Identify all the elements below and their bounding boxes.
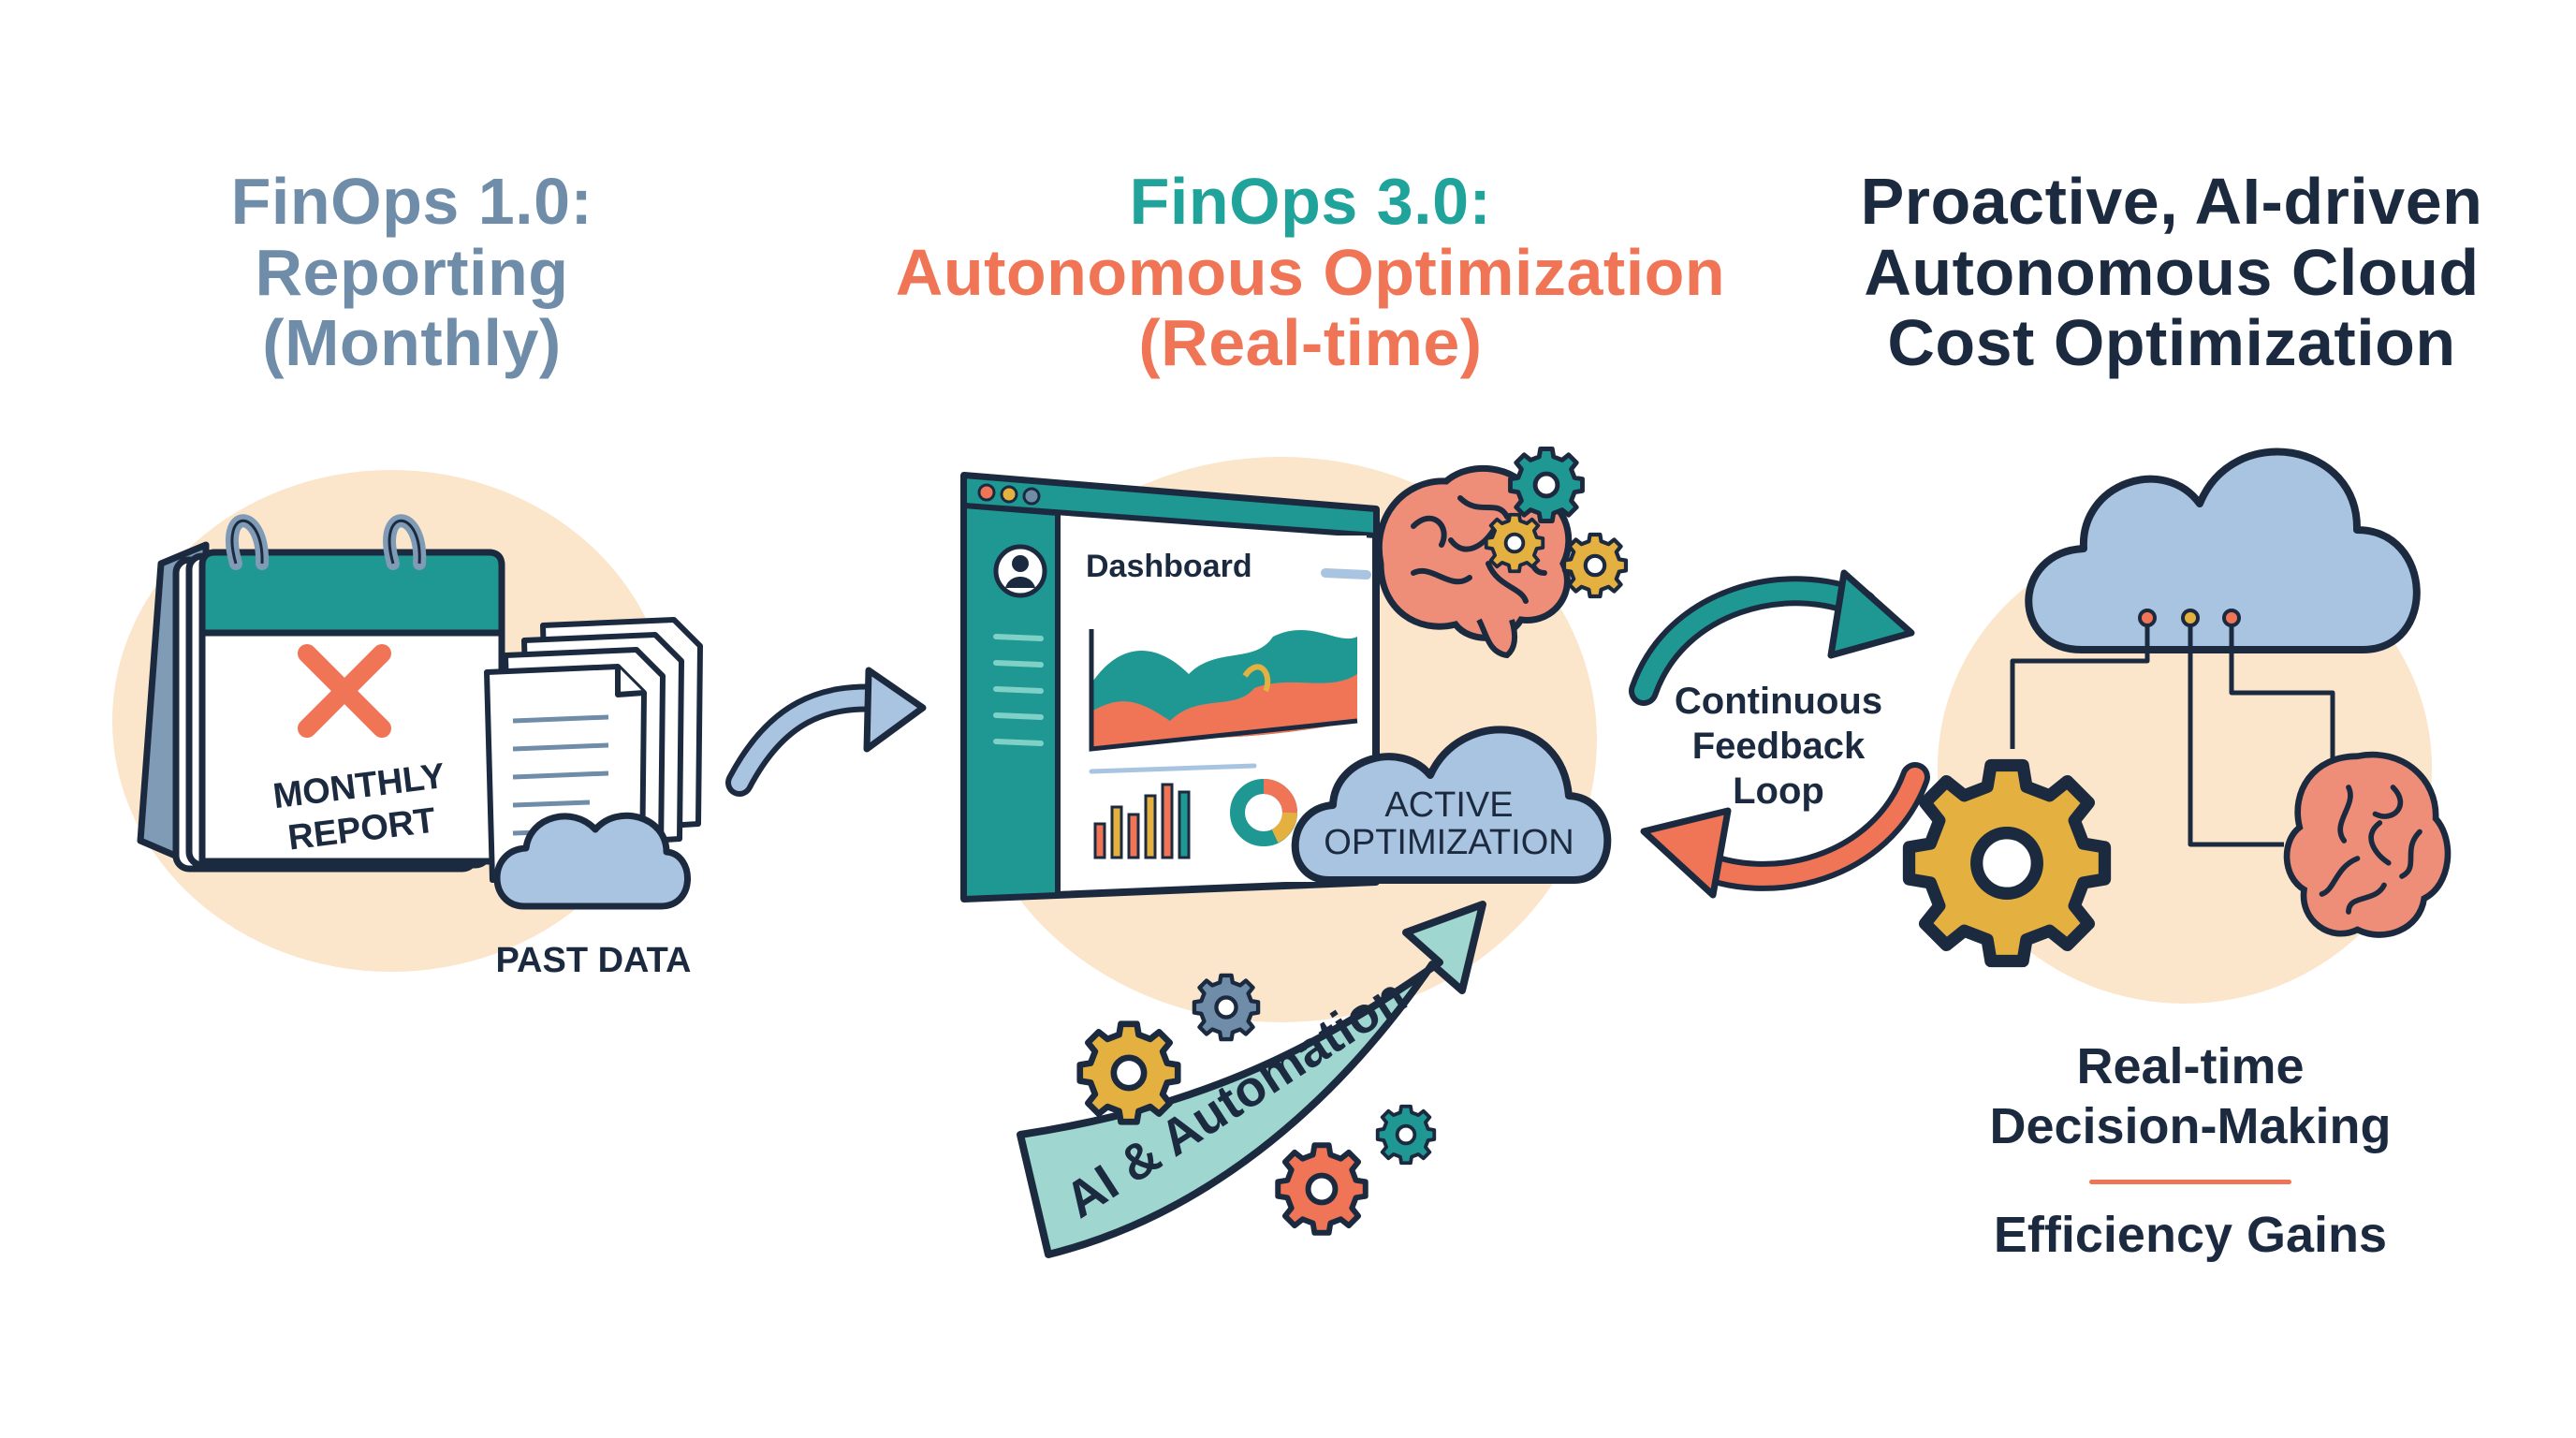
- gear-icon: [1511, 449, 1583, 521]
- avatar-icon: [993, 544, 1047, 598]
- cross-icon: [298, 644, 391, 738]
- stage-3-group: [1910, 448, 2449, 1004]
- loop-arrow-teal: [1629, 569, 1915, 706]
- gear-icon: [1484, 512, 1545, 574]
- area-chart-icon: [1089, 629, 1358, 774]
- dashboard-window: [960, 472, 1380, 902]
- active-optimization-cloud: [1291, 726, 1612, 884]
- stage-1-title-line: FinOps 1.0:: [230, 165, 593, 238]
- benefit-efficiency-gains: Efficiency Gains: [1993, 1207, 2388, 1263]
- cloud-icon: [493, 812, 691, 910]
- feedback-loop-line-1: Continuous: [1675, 681, 1882, 722]
- stage-1-title-line: (Monthly): [262, 306, 562, 380]
- benefit-divider: [2089, 1180, 2291, 1184]
- stage-2-group: Dashboard ACTIVE OPTIMIZATION AI & Autom…: [960, 449, 1626, 1258]
- stage-3-title-line: Cost Optimization: [1887, 306, 2456, 380]
- gear-icon: [1194, 976, 1258, 1039]
- circuit-nodes: [2138, 609, 2241, 627]
- gear-icon: [1564, 535, 1626, 596]
- gear-icon: [1080, 1024, 1178, 1123]
- stage-3-title-line: Proactive, AI-driven: [1860, 165, 2483, 238]
- stage-3-title: Proactive, AI-driven Autonomous Cloud Co…: [1797, 165, 2546, 380]
- past-data-label: PAST DATA: [496, 941, 692, 980]
- ai-cloud-icon: [2025, 448, 2421, 653]
- feedback-loop-line-2: Feedback: [1692, 726, 1866, 767]
- active-optimization-line-1: ACTIVE: [1384, 785, 1513, 825]
- benefit-line: Real-time: [2076, 1038, 2305, 1094]
- gear-icon: [1910, 766, 2105, 961]
- dashboard-label: Dashboard: [1086, 549, 1252, 584]
- stage-1-title-line: Reporting: [255, 235, 569, 309]
- benefit-decision-making: Real-time Decision-Making: [1910, 1037, 2471, 1156]
- ai-automation-arrow: [1017, 901, 1486, 1258]
- stage-2-title-line: (Real-time): [1138, 306, 1483, 380]
- stage-2-title: FinOps 3.0: Autonomous Optimization (Rea…: [824, 165, 1797, 380]
- brain-icon: [1379, 468, 1569, 659]
- stage-3-title-line: Autonomous Cloud: [1864, 235, 2480, 309]
- active-optimization-line-2: OPTIMIZATION: [1324, 823, 1573, 862]
- stage-1-group: MONTHLY REPORT PAST DATA: [112, 470, 703, 980]
- stage-1-title: FinOps 1.0: Reporting (Monthly): [131, 165, 693, 380]
- brain-icon: [2287, 755, 2448, 934]
- circuit-lines: [2010, 618, 2335, 847]
- stage-2-title-line: Autonomous Optimization: [895, 235, 1726, 309]
- gear-icon: [1375, 1104, 1437, 1166]
- gear-icon: [1278, 1145, 1366, 1233]
- documents-icon: [484, 617, 703, 883]
- bar-chart-icon: [1093, 783, 1191, 859]
- feedback-loop-line-3: Loop: [1733, 770, 1824, 812]
- loop-arrow-coral: [1640, 762, 1930, 899]
- donut-chart-icon: [1230, 779, 1297, 846]
- transition-arrow: [725, 667, 927, 797]
- feedback-loop: Continuous Feedback Loop: [1629, 569, 1930, 899]
- benefit-line: Decision-Making: [1989, 1097, 2392, 1154]
- stage-2-title-line: FinOps 3.0:: [1129, 165, 1492, 238]
